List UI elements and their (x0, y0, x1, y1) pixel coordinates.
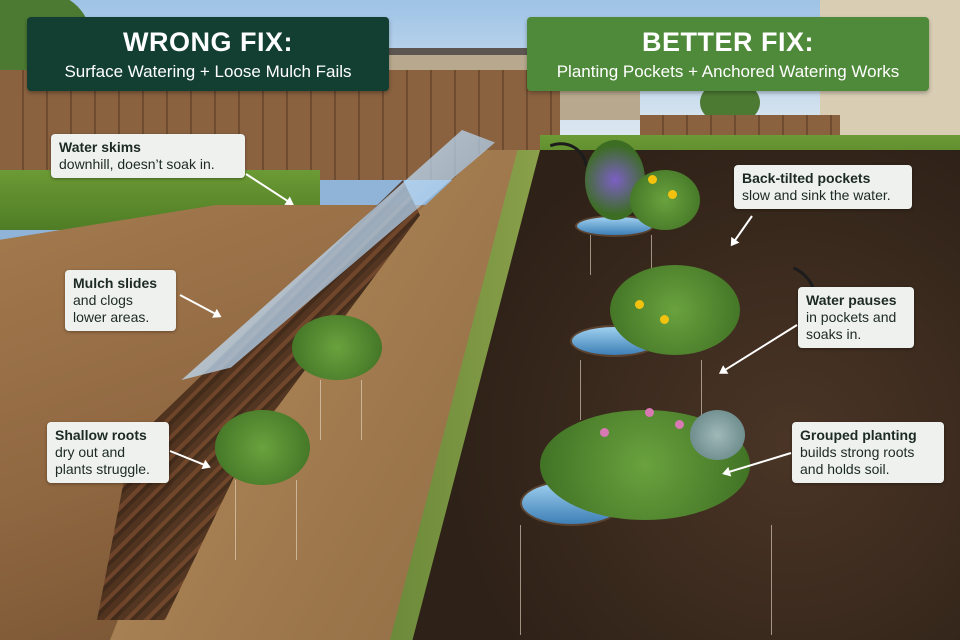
callout-water-skims: Water skims downhill, doesn’t soak in. (51, 134, 245, 178)
struggling-plant (292, 315, 382, 380)
callout-grouped-planting: Grouped planting builds strong roots and… (792, 422, 944, 483)
callout-back-tilted-pockets: Back-tilted pockets slow and sink the wa… (734, 165, 912, 209)
struggling-plant (215, 410, 310, 485)
callout-text: dry out and plants struggle. (55, 444, 150, 477)
deep-roots (520, 525, 772, 635)
callout-heading: Water skims (59, 139, 141, 155)
callout-text: slow and sink the water. (742, 187, 891, 203)
yellow-flower (660, 315, 669, 324)
callout-text: in pockets and soaks in. (806, 309, 897, 342)
callout-heading: Shallow roots (55, 427, 147, 443)
yellow-flower (648, 175, 657, 184)
wrong-fix-subtitle: Surface Watering + Loose Mulch Fails (64, 62, 352, 81)
coreopsis-plant (630, 170, 700, 230)
callout-heading: Water pauses (806, 292, 897, 308)
yellow-flower (668, 190, 677, 199)
better-fix-banner: BETTER FIX: Planting Pockets + Anchored … (527, 17, 929, 91)
better-fix-subtitle: Planting Pockets + Anchored Watering Wor… (556, 62, 900, 81)
deep-roots (590, 235, 652, 275)
callout-heading: Mulch slides (73, 275, 158, 291)
callout-text: downhill, doesn’t soak in. (59, 156, 215, 172)
better-fix-title: BETTER FIX: (642, 27, 814, 57)
callout-text: and clogs lower areas. (73, 292, 150, 325)
callout-shallow-roots: Shallow roots dry out and plants struggl… (47, 422, 169, 483)
shallow-roots (235, 480, 297, 560)
wrong-fix-title: WRONG FIX: (123, 27, 293, 57)
callout-heading: Back-tilted pockets (742, 170, 871, 186)
yellow-flower (635, 300, 644, 309)
callout-mulch-slides: Mulch slides and clogs lower areas. (65, 270, 176, 331)
callout-heading: Grouped planting (800, 427, 917, 443)
flowering-plant-group (610, 265, 740, 355)
pink-coneflower (600, 428, 609, 437)
callout-text: builds strong roots and holds soil. (800, 444, 915, 477)
blue-grass-plant (690, 410, 745, 460)
pink-coneflower (675, 420, 684, 429)
callout-water-pauses: Water pauses in pockets and soaks in. (798, 287, 914, 348)
deep-roots (580, 360, 702, 420)
wrong-fix-banner: WRONG FIX: Surface Watering + Loose Mulc… (27, 17, 389, 91)
shallow-roots (320, 380, 362, 440)
pink-coneflower (645, 408, 654, 417)
